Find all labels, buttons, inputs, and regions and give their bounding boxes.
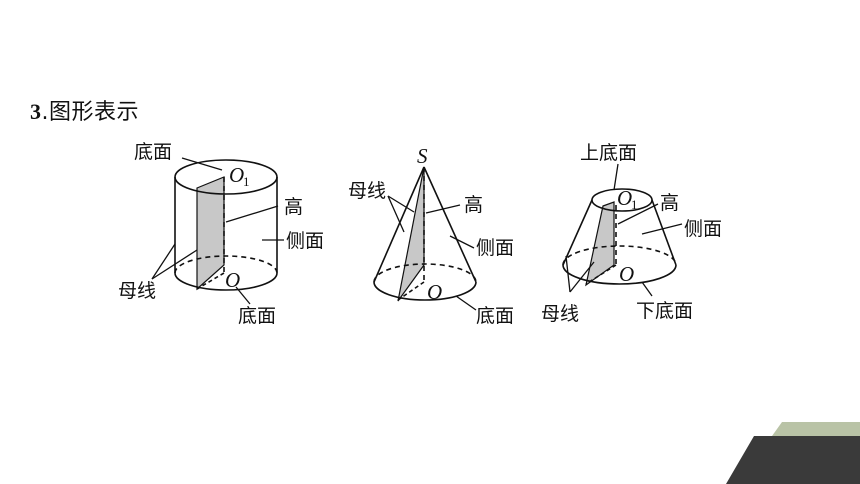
cylinder-bottom-front: [174, 272, 278, 291]
cylinder-bottom-center-label: O: [225, 268, 240, 292]
cone-right-edge: [423, 166, 477, 283]
cone-axial-section: [397, 166, 425, 302]
cylinder-height-leader: [225, 205, 279, 223]
frustum-axial-section: [585, 201, 615, 287]
frustum-top-base-label: 上底面: [580, 142, 637, 164]
frustum-side-label: 侧面: [684, 218, 722, 240]
frustum-top-center-label: O: [617, 186, 632, 210]
frustum-height-leader: [617, 203, 659, 225]
cylinder-generatrix-label: 母线: [118, 280, 156, 302]
frustum-bottom-base-leader: [641, 281, 653, 297]
frustum-figure: [562, 163, 683, 297]
cone-side-label: 侧面: [476, 237, 514, 259]
cone-base-back: [373, 263, 477, 283]
section-title: .图形表示: [41, 100, 139, 125]
cylinder-radius-line: [196, 272, 225, 290]
frustum-left-edge: [562, 199, 593, 266]
frustum-radius-line: [585, 264, 617, 285]
cylinder-top-base: [174, 159, 278, 195]
cone-side-leader: [449, 235, 475, 249]
cone-radius-line: [397, 281, 425, 301]
frustum-right-edge: [651, 199, 677, 266]
cone-apex-label: S: [417, 144, 428, 168]
section-heading: 3.图形表示: [30, 94, 139, 126]
cone-base-leader: [455, 295, 477, 311]
frustum-height-label: 高: [660, 192, 679, 214]
cone-left-edge: [373, 166, 425, 283]
frustum-bottom-center-label: O: [619, 262, 634, 286]
cone-bottom-center-label: O: [427, 280, 442, 304]
frustum-generatrix-leader-a: [565, 255, 571, 293]
cylinder-side-label: 侧面: [286, 230, 324, 252]
cylinder-top-base-leader: [181, 157, 223, 171]
cylinder-axial-section: [196, 176, 225, 291]
cone-height-leader: [425, 204, 461, 214]
cylinder-top-base-label: 底面: [134, 141, 172, 163]
cone-generatrix-leader-a: [387, 195, 405, 233]
cylinder-generatrix-leader-a: [151, 243, 176, 280]
corner-dark-block: [726, 436, 860, 484]
frustum-generatrix-leader-b: [569, 261, 595, 293]
frustum-generatrix-label: 母线: [541, 303, 579, 325]
cylinder-bottom-base-label: 底面: [238, 305, 276, 327]
cone-height-label: 高: [464, 194, 483, 216]
frustum-top-base-leader: [613, 163, 619, 191]
cylinder-generatrix-leader-b: [151, 249, 198, 280]
frustum-bottom-base-label: 下底面: [636, 300, 693, 322]
cone-generatrix-leader-b: [387, 195, 415, 213]
corner-light-stripe: [772, 422, 860, 436]
cone-figure: [373, 166, 477, 311]
cone-base-label: 底面: [476, 305, 514, 327]
cylinder-height-label: 高: [284, 196, 303, 218]
cone-generatrix-label: 母线: [348, 180, 386, 202]
frustum-bottom-front: [562, 264, 677, 285]
cylinder-bottom-back: [174, 255, 278, 274]
cone-base-front: [373, 281, 477, 301]
frustum-side-leader: [641, 223, 683, 235]
cylinder-bottom-base-leader: [235, 286, 251, 305]
frustum-bottom-back: [562, 245, 677, 266]
frustum-top-center-subscript: 1: [631, 197, 638, 212]
cylinder-figure: [151, 157, 284, 305]
cylinder-top-center-label: O: [229, 163, 244, 187]
cylinder-top-center-subscript: 1: [243, 174, 250, 189]
section-number: 3: [30, 99, 42, 124]
